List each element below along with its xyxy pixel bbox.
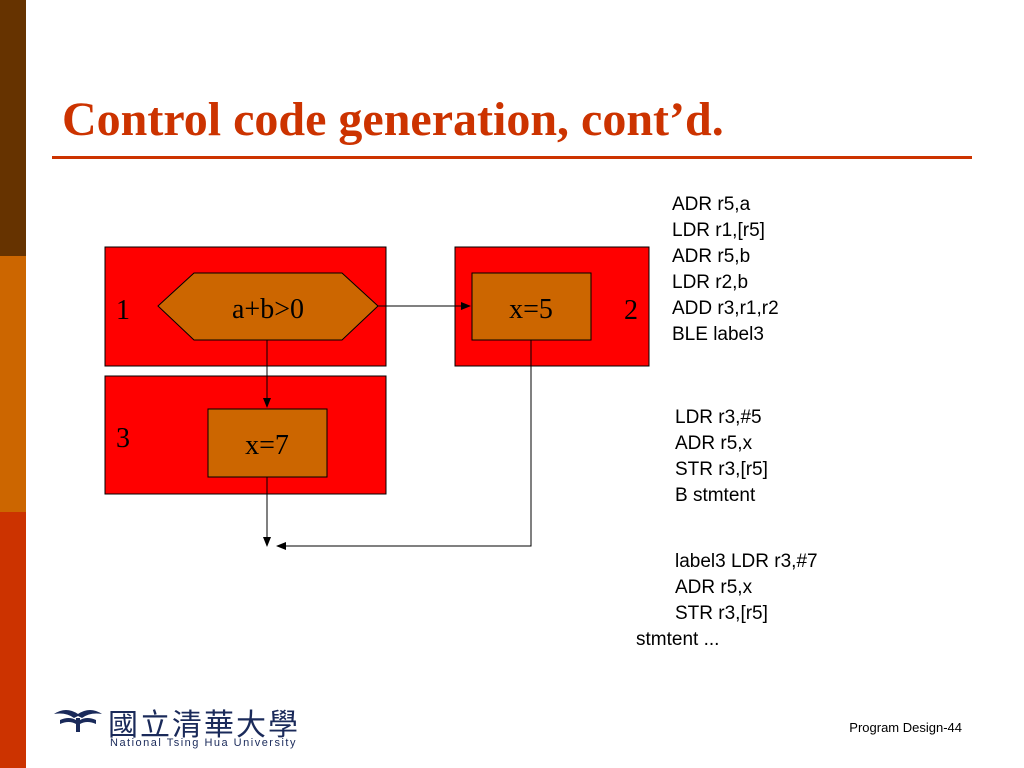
slide-title: Control code generation, cont’d. bbox=[62, 93, 724, 146]
left-accent-bar bbox=[0, 0, 26, 768]
code-line: B stmtent bbox=[675, 485, 756, 506]
code-line: LDR r3,#5 bbox=[675, 407, 762, 428]
university-logo: 國立清華大學 National Tsing Hua University bbox=[52, 700, 322, 760]
code-line: ADR r5,a bbox=[672, 194, 751, 215]
code-line: BLE label3 bbox=[672, 324, 764, 345]
code-line: ADD r3,r1,r2 bbox=[672, 298, 779, 319]
condition-label: a+b>0 bbox=[232, 294, 304, 325]
university-name-english: National Tsing Hua University bbox=[110, 737, 297, 749]
code-line: ADR r5,b bbox=[672, 246, 751, 267]
code-line: LDR r1,[r5] bbox=[672, 220, 765, 241]
assign-x5-label: x=5 bbox=[509, 294, 553, 325]
block-number-1: 1 bbox=[116, 295, 130, 326]
title-underline bbox=[52, 156, 972, 159]
edge-x5-to-exit bbox=[276, 340, 532, 550]
university-emblem-icon bbox=[54, 710, 102, 732]
code-line: LDR r2,b bbox=[672, 272, 749, 293]
code-line: STR r3,[r5] bbox=[675, 459, 768, 480]
code-line: ADR r5,x bbox=[675, 433, 753, 454]
university-name-chinese: 國立清華大學 bbox=[108, 708, 300, 743]
accent-segment-red bbox=[0, 512, 26, 768]
assign-x7-label: x=7 bbox=[245, 430, 289, 461]
code-line: ADR r5,x bbox=[675, 577, 753, 598]
code-line: stmtent ... bbox=[636, 629, 720, 650]
slide-footer: Program Design-44 bbox=[849, 720, 962, 735]
code-line: label3 LDR r3,#7 bbox=[675, 551, 818, 572]
code-line: STR r3,[r5] bbox=[675, 603, 768, 624]
block-number-3: 3 bbox=[116, 423, 130, 454]
accent-segment-orange bbox=[0, 256, 26, 512]
assign-x5-node bbox=[471, 272, 592, 341]
accent-segment-brown bbox=[0, 0, 26, 256]
block-number-2: 2 bbox=[624, 295, 638, 326]
